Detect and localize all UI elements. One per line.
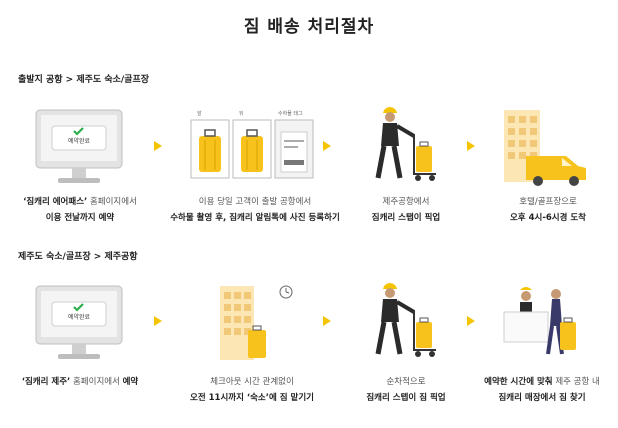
screen-label: 예약완료: [67, 138, 91, 145]
hotel-van-illustration: [500, 104, 595, 192]
photo-label-tag: 수하물 태그: [278, 111, 303, 117]
step1-4-caption: 호텔/골프장으로 오후 4시-6시경 도착: [468, 194, 618, 226]
caption-bold: 오후 4시-6시경 도착: [509, 213, 586, 223]
staff-cart-illustration: [370, 280, 440, 364]
caption-text: 홈페이지에서: [87, 197, 137, 207]
arrow-icon: [154, 316, 162, 326]
step2-1-caption: ‘짐캐리 제주’ 홈페이지에서 예약: [0, 374, 160, 390]
arrow-icon: [323, 316, 331, 326]
caption-bold: 짐캐리 매장에서 짐 찾기: [498, 393, 586, 403]
caption-bold: 오전 11시까지 ‘숙소’에 짐 맡기기: [190, 393, 314, 403]
caption-bold: 짐캐리 스텝이 짐 픽업: [366, 393, 446, 403]
step1-2-caption: 이용 당일 고객이 출발 공항에서 수하물 촬영 후, 짐캐리 알림톡에 사진 …: [160, 194, 350, 226]
arrow-icon: [467, 316, 475, 326]
arrow-icon: [154, 141, 162, 151]
monitor-illustration: [34, 108, 124, 192]
building-luggage-illustration: [218, 282, 308, 366]
caption-bold: 이용 전날까지 예약: [45, 213, 115, 223]
staff-cart-illustration: [370, 104, 440, 188]
step2-4-caption: 예약한 시간에 맞춰 제주 공항 내 짐캐리 매장에서 짐 찾기: [462, 374, 618, 406]
page-title: 짐 배송 처리절차: [243, 17, 375, 37]
check-icon: [73, 127, 84, 136]
service-name: ‘짐캐리 에어패스’: [23, 197, 88, 207]
step1-3-caption: 제주공항에서 짐캐리 스탭이 픽업: [326, 194, 486, 226]
caption-bold: 예약: [122, 377, 139, 387]
caption-text: 호텔/골프장으로: [519, 197, 577, 207]
service-name: ‘짐캐리 제주’: [21, 377, 71, 387]
screen-label: 예약완료: [67, 314, 91, 321]
check-icon: [73, 303, 84, 312]
caption-text: 홈페이지에서: [70, 377, 123, 387]
counter-pickup-illustration: [498, 282, 588, 366]
caption-bold: 수하물 촬영 후, 짐캐리 알림톡에 사진 등록하기: [170, 213, 340, 223]
caption-text: 순차적으로: [386, 377, 426, 387]
step2-3-caption: 순차적으로 짐캐리 스텝이 짐 픽업: [326, 374, 486, 406]
arrow-icon: [467, 141, 475, 151]
luggage-photos-illustration: [190, 110, 316, 184]
step2-2-caption: 체크아웃 시간 관계없이 오전 11시까지 ‘숙소’에 짐 맡기기: [172, 374, 332, 406]
caption-text: 이용 당일 고객이 출발 공항에서: [198, 197, 312, 207]
photo-label-back: 뒤: [239, 111, 244, 117]
caption-bold: 예약한 시간에 맞춰: [484, 377, 553, 387]
caption-text: 체크아웃 시간 관계없이: [210, 377, 294, 387]
section2-label: 제주도 숙소/골프장 > 제주공항: [18, 252, 138, 262]
caption-text: 제주 공항 내: [552, 377, 600, 387]
section1-label: 출발지 공항 > 제주도 숙소/골프장: [18, 75, 150, 85]
caption-bold: 짐캐리 스탭이 픽업: [371, 213, 441, 223]
monitor-illustration: [34, 284, 124, 368]
step1-1-caption: ‘짐캐리 에어패스’ 홈페이지에서 이용 전날까지 예약: [0, 194, 160, 226]
photo-label-front: 앞: [197, 111, 202, 117]
arrow-icon: [323, 141, 331, 151]
caption-text: 제주공항에서: [382, 197, 430, 207]
